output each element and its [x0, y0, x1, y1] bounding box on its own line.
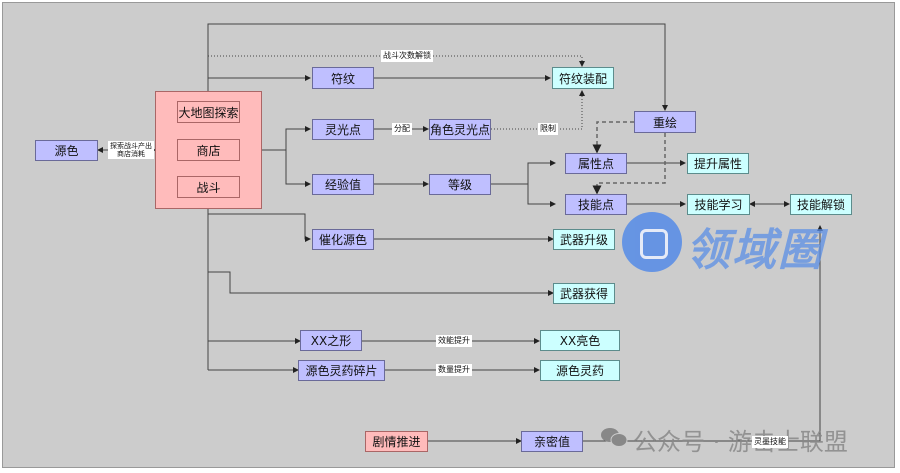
label-battle-unlock: 战斗次数解锁: [381, 50, 433, 62]
node-skill-point[interactable]: 技能点: [565, 194, 627, 215]
node-xx-color[interactable]: XX亮色: [540, 330, 620, 351]
node-catalyst[interactable]: 催化源色: [312, 229, 374, 250]
watermark-logo: 领域圈: [622, 212, 864, 276]
node-weapon-upgrade[interactable]: 武器升级: [553, 229, 615, 250]
edge-level-attr: [491, 160, 556, 185]
edge-intimacy-unlock: [583, 225, 823, 442]
node-shop[interactable]: 商店: [177, 139, 240, 161]
node-yuanse[interactable]: 源色: [35, 140, 98, 161]
node-map-explore[interactable]: 大地图探索: [177, 101, 240, 123]
edge-chonghui-skill: [592, 133, 666, 195]
edge-weapon-get: [208, 271, 554, 296]
edge-catalyst: [208, 213, 311, 242]
diagram-canvas: [2, 2, 895, 468]
label-allocate: 分配: [392, 123, 412, 135]
edge-branch-lingguang: [285, 126, 311, 150]
node-xx-form[interactable]: XX之形: [300, 330, 362, 351]
node-level[interactable]: 等级: [429, 174, 491, 195]
edge-limit: [491, 90, 585, 130]
node-weapon-get[interactable]: 武器获得: [553, 283, 615, 304]
edge-branch-exp: [285, 150, 311, 187]
node-attr-up[interactable]: 提升属性: [687, 153, 749, 174]
node-story[interactable]: 剧情推进: [365, 431, 428, 452]
label-skill-obtain: 灵墨技能: [752, 436, 788, 448]
edge-chonghui-attr: [592, 121, 634, 154]
label-efficiency: 效能提升: [436, 335, 472, 347]
node-intimacy[interactable]: 亲密值: [521, 431, 583, 452]
watermark-channel: 公众号 · 游击士联盟: [633, 428, 848, 456]
edge-group-chonghui: [207, 23, 668, 111]
edge-level-skill: [527, 184, 556, 207]
watermark-logo-text: 领域圈: [686, 225, 824, 276]
node-attr-point[interactable]: 属性点: [565, 153, 627, 174]
node-potion[interactable]: 源色灵药: [540, 360, 620, 381]
label-quantity: 数量提升: [436, 364, 472, 376]
watermark-logo-icon: [622, 212, 682, 272]
node-chonghui[interactable]: 重绘: [634, 111, 696, 133]
node-role-lingguang[interactable]: 角色灵光点: [429, 119, 491, 140]
wechat-icon: [601, 428, 628, 447]
node-battle[interactable]: 战斗: [177, 176, 240, 198]
node-fuwen[interactable]: 符纹: [312, 67, 374, 89]
node-potion-fragment[interactable]: 源色灵药碎片: [298, 360, 385, 381]
node-lingguang[interactable]: 灵光点: [312, 119, 374, 140]
label-explore-battle: 探索战斗产出 商店消耗: [108, 141, 154, 159]
node-fuwen-equip[interactable]: 符纹装配: [552, 67, 614, 89]
node-skill-learn[interactable]: 技能学习: [687, 194, 750, 215]
node-exp[interactable]: 经验值: [312, 174, 374, 195]
node-skill-unlock[interactable]: 技能解锁: [790, 194, 852, 215]
label-limit: 限制: [538, 123, 558, 135]
